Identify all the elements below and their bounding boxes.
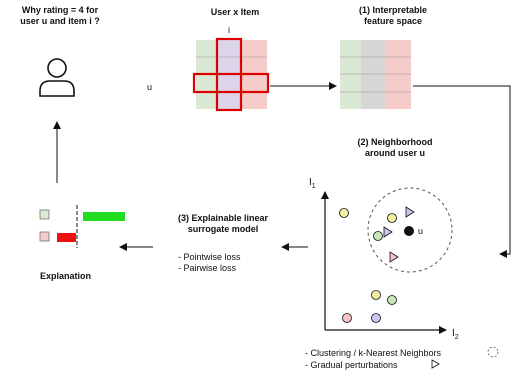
highlight-user-row — [192, 72, 270, 94]
explanation-chart — [39, 205, 125, 248]
point-yellow-outside-2 — [371, 290, 381, 300]
question-line-1: Why rating = 4 for — [21, 5, 99, 15]
user-icon — [39, 58, 75, 97]
point-green-outside — [387, 295, 397, 305]
feature-space-title: (1) Interpretable feature space — [338, 5, 448, 27]
question-line-2: user u and item i ? — [20, 16, 100, 26]
perturbation-purple-1 — [405, 206, 415, 218]
point-yellow-outside — [339, 208, 349, 218]
legend-square-green — [39, 209, 50, 220]
perturbation-pink — [389, 251, 399, 263]
bar-negative — [57, 233, 76, 242]
matrix-item-label: i — [228, 25, 230, 35]
neighborhood-title-line-1: (2) Neighborhood — [357, 137, 433, 147]
bar-positive — [83, 212, 125, 221]
point-user-u — [404, 226, 414, 236]
neighborhood-user-label: u — [418, 226, 424, 236]
neighborhood-circle — [367, 187, 453, 273]
feature-space-box — [340, 40, 411, 109]
surrogate-title: (3) Explainable linear surrogate model — [158, 213, 288, 235]
axis-y-label: I1 — [309, 177, 316, 190]
matrix-title: User x Item — [210, 7, 260, 17]
pointwise-loss: - Pointwise loss — [178, 252, 241, 262]
explanation-label: Explanation — [40, 271, 92, 281]
pairwise-loss: - Pairwise loss — [178, 263, 237, 273]
axis-x-label: I2 — [452, 328, 459, 341]
arrow-features-to-neighborhood — [413, 85, 511, 258]
point-purple-outside — [371, 313, 381, 323]
matrix-user-label: u — [147, 82, 153, 92]
feature-space-title-line-2: feature space — [363, 16, 423, 26]
point-pink-outside — [342, 313, 352, 323]
legend-clustering: - Clustering / k-Nearest Neighbors — [305, 348, 442, 358]
neighborhood-title-line-2: around user u — [364, 148, 425, 158]
surrogate-title-line-2: surrogate model — [187, 224, 259, 234]
legend-perturbation-icon — [431, 359, 440, 369]
legend-perturbations: - Gradual perturbations — [305, 360, 398, 370]
point-yellow-inside — [387, 213, 397, 223]
surrogate-title-line-1: (3) Explainable linear — [177, 213, 269, 223]
surrogate-loss-list: - Pointwise loss - Pairwise loss — [178, 252, 241, 274]
feature-space-title-line-1: (1) Interpretable — [358, 5, 427, 15]
neighborhood-title: (2) Neighborhood around user u — [340, 137, 450, 159]
legend-square-red — [39, 231, 50, 242]
perturbation-purple-2 — [383, 226, 393, 238]
question-text: Why rating = 4 for user u and item i ? — [5, 5, 115, 27]
point-green-inside — [373, 231, 383, 241]
legend-cluster-icon — [487, 346, 499, 358]
